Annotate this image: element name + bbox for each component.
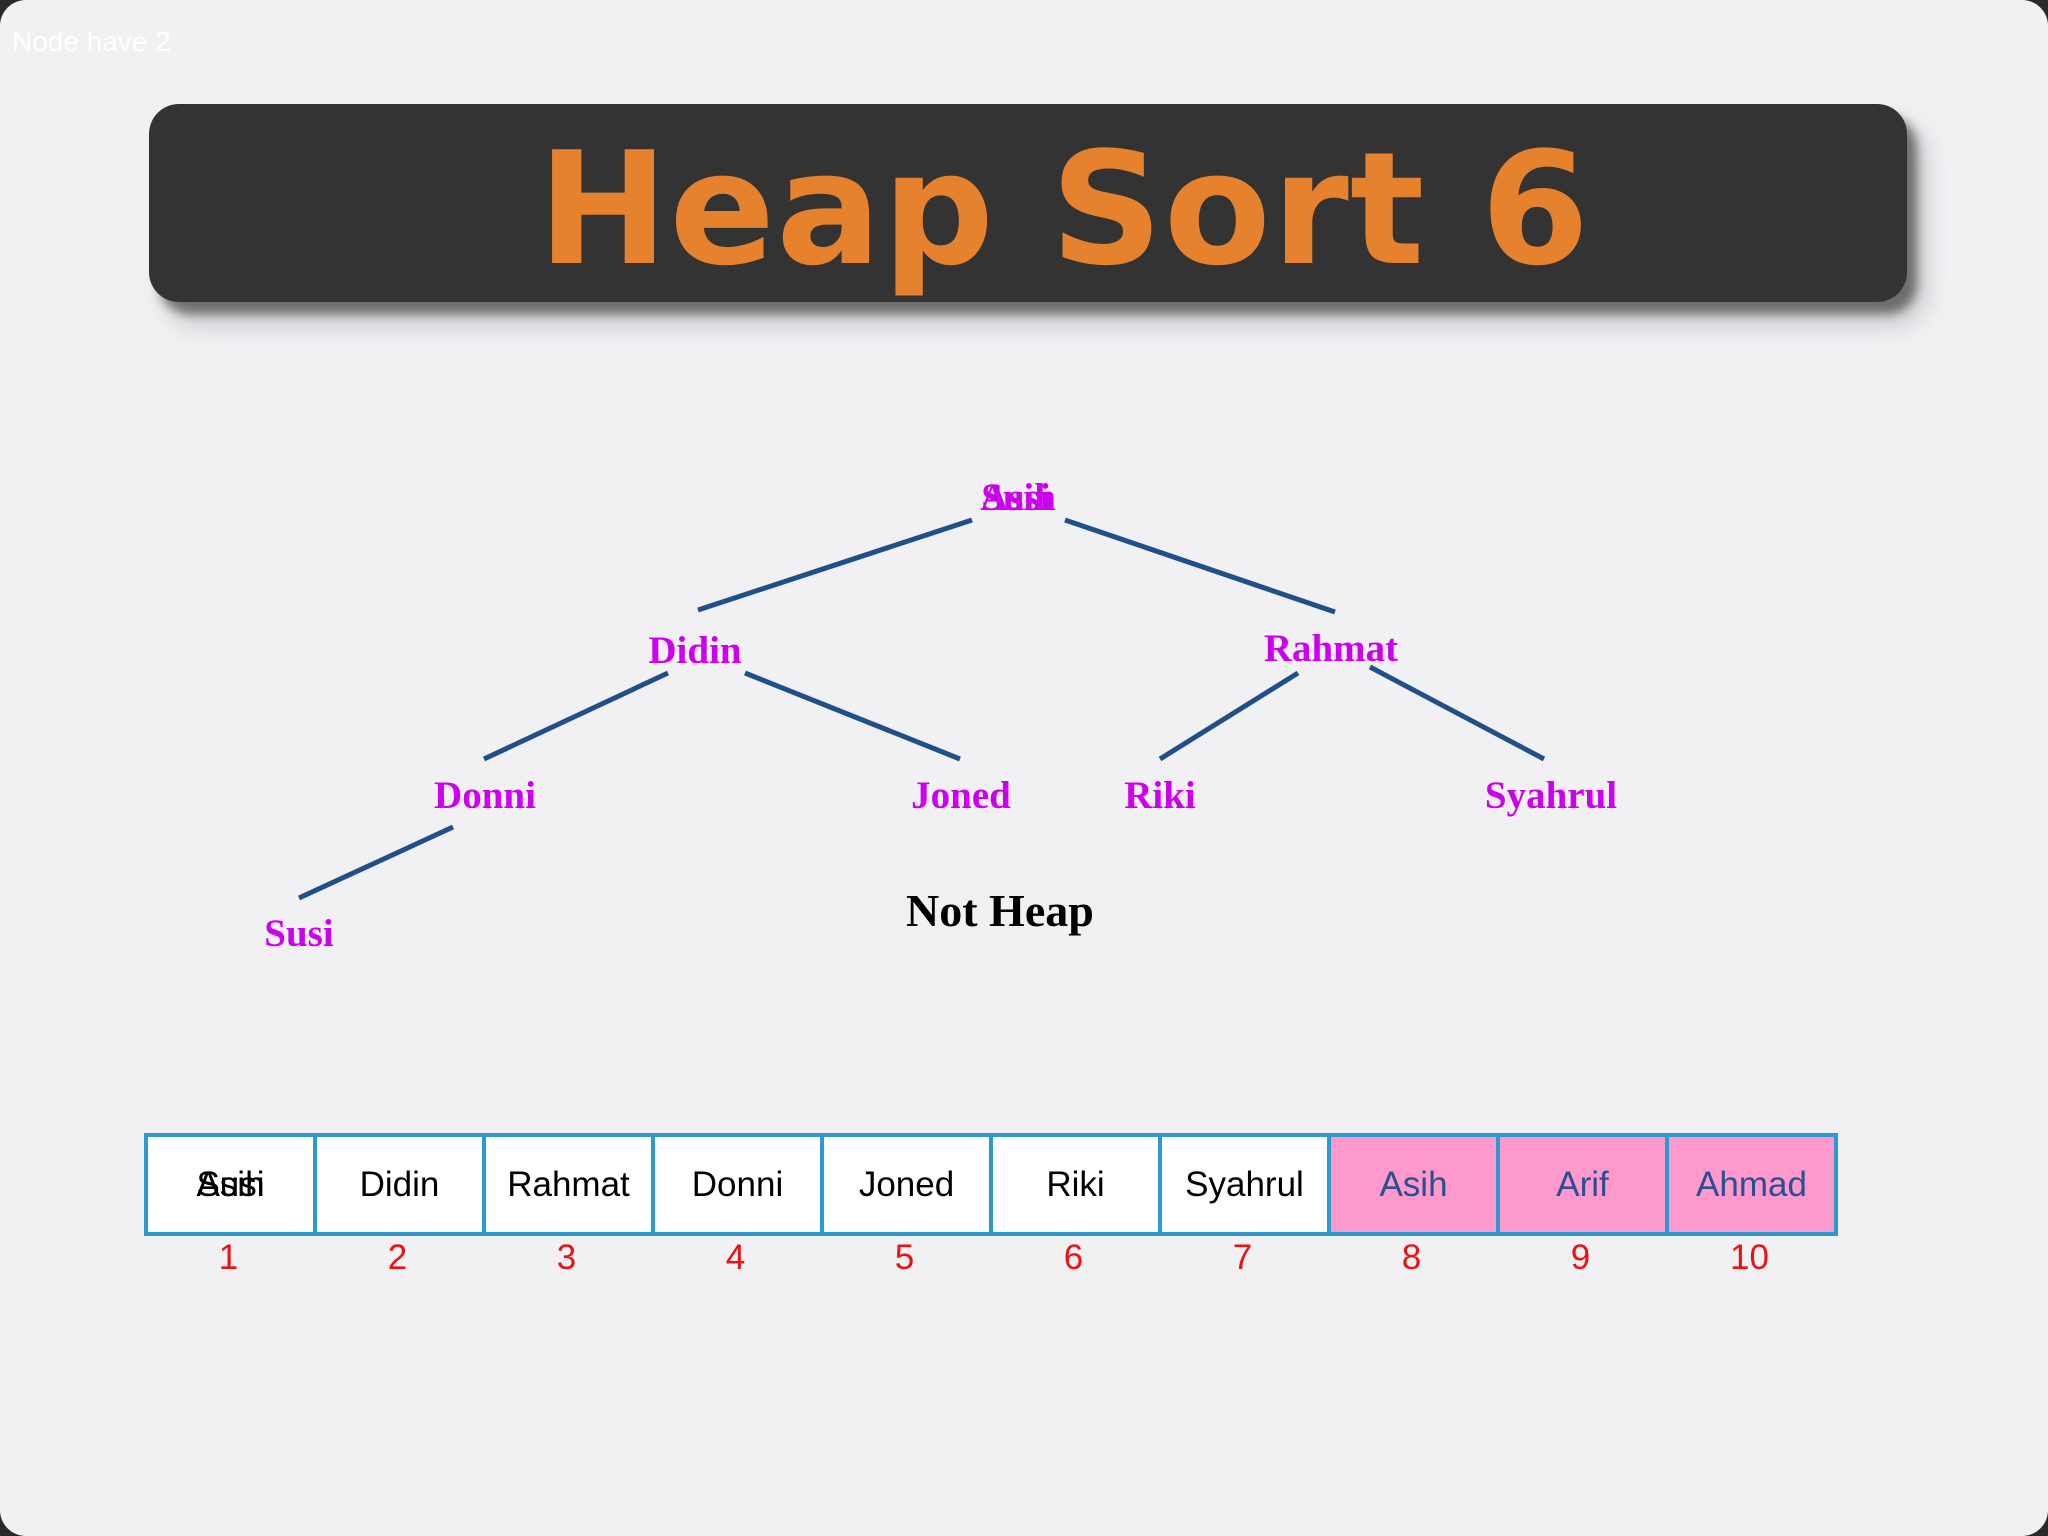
- array-cell-7: Syahrul: [1162, 1137, 1331, 1232]
- array-cell-3: Rahmat: [486, 1137, 655, 1232]
- tree-node-riki: Riki: [1124, 774, 1196, 817]
- array-cell-10: Ahmad: [1669, 1137, 1834, 1232]
- array-cell-9: Arif: [1500, 1137, 1669, 1232]
- tree-node-susi: Susi: [264, 912, 334, 955]
- array-index-2: 2: [387, 1238, 408, 1277]
- array-index-6: 6: [1063, 1238, 1084, 1277]
- edge-donni-susi: [297, 824, 455, 901]
- array-index-5: 5: [894, 1238, 915, 1277]
- edge-root-didin: [697, 517, 973, 613]
- tree-node-syahrul: Syahrul: [1485, 774, 1617, 817]
- tree-root-label-a: Asih: [980, 476, 1056, 519]
- slide-title: Heap Sort 6: [537, 118, 1591, 300]
- array-index-1: 1: [218, 1238, 239, 1277]
- edge-root-rahmat: [1064, 517, 1336, 615]
- array-cell-2: Didin: [317, 1137, 486, 1232]
- array-index-8: 8: [1401, 1238, 1422, 1277]
- array-cell-4: Donni: [655, 1137, 824, 1232]
- edge-rahmat-syahrul: [1368, 664, 1546, 762]
- array-index-3: 3: [556, 1238, 577, 1277]
- heap-status: Not Heap: [906, 885, 1094, 936]
- corner-note: Node have 2: [12, 26, 171, 57]
- array-cell-1: Asih Susi: [148, 1137, 317, 1232]
- edge-didin-donni: [482, 670, 670, 762]
- array-index-10: 10: [1730, 1238, 1769, 1277]
- array-cell-1-label-a: Asih: [196, 1164, 265, 1204]
- array-cell-6: Riki: [993, 1137, 1162, 1232]
- array-cell-5: Joned: [824, 1137, 993, 1232]
- array-cell-8: Asih: [1331, 1137, 1500, 1232]
- title-banner: Heap Sort 6: [149, 104, 1907, 302]
- array-index-9: 9: [1570, 1238, 1591, 1277]
- array-cell-1-label-b: Susi: [196, 1164, 265, 1204]
- tree-root-label-b: Susi: [981, 476, 1051, 519]
- edge-rahmat-riki: [1158, 670, 1300, 762]
- array-index-4: 4: [725, 1238, 746, 1277]
- array-indices: 1 2 3 4 5 6 7 8 9 10: [144, 1238, 1834, 1278]
- tree-node-rahmat: Rahmat: [1264, 627, 1398, 670]
- heap-array: Asih Susi Didin Rahmat Donni Joned Riki …: [144, 1133, 1838, 1236]
- tree-node-donni: Donni: [434, 774, 536, 817]
- edge-didin-joned: [744, 670, 961, 762]
- tree-node-didin: Didin: [648, 629, 742, 672]
- array-index-7: 7: [1232, 1238, 1253, 1277]
- tree-node-joned: Joned: [911, 774, 1011, 817]
